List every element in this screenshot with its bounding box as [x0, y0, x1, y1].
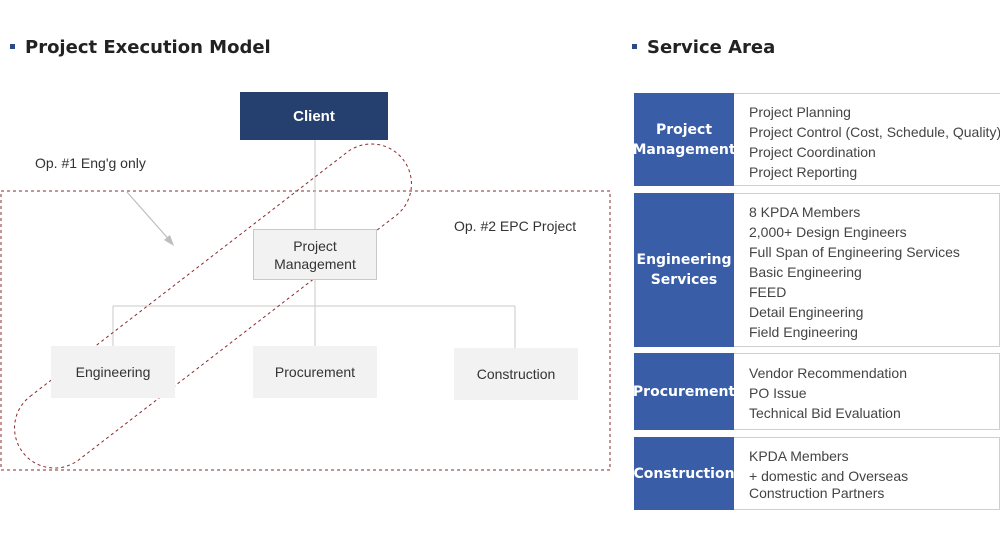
service-head-line2: Management — [632, 141, 736, 158]
service-head-line1: Project — [655, 121, 713, 138]
service-item: Vendor Recommendation — [749, 365, 907, 381]
op1-arrow-line — [126, 191, 173, 244]
pm-label-line2: Management — [274, 255, 356, 272]
org-chart-connectors — [0, 140, 611, 471]
right-title-text: Service Area — [647, 37, 776, 58]
service-item: Full Span of Engineering Services — [749, 244, 960, 260]
service-item: + domestic and Overseas — [749, 468, 909, 484]
service-item: Basic Engineering — [749, 264, 862, 280]
service-items: 8 KPDA Members 2,000+ Design Engineers F… — [734, 193, 1000, 347]
service-item: Field Engineering — [749, 324, 858, 340]
title-bullet-icon — [10, 43, 15, 49]
client-label: Client — [293, 107, 335, 125]
construction-box: Construction — [454, 348, 578, 400]
service-head-line1: Procurement — [632, 383, 736, 400]
service-item: 2,000+ Design Engineers — [749, 224, 907, 240]
service-items: KPDA Members + domestic and Overseas Con… — [734, 437, 1000, 510]
left-title-text: Project Execution Model — [25, 37, 271, 58]
engineering-label: Engineering — [75, 364, 151, 380]
title-bullet-icon — [632, 43, 637, 49]
op1-label: Op. #1 Eng'g only — [35, 155, 146, 171]
service-area-title: Service Area — [632, 37, 775, 58]
arrow-head-icon — [164, 235, 174, 246]
service-items: Project Planning Project Control (Cost, … — [734, 93, 1000, 186]
service-item: Project Reporting — [749, 164, 858, 180]
client-box: Client — [240, 92, 388, 140]
engineering-box: Engineering — [51, 346, 175, 398]
service-item: PO Issue — [749, 385, 807, 401]
service-item: Project Control (Cost, Schedule, Quality… — [749, 124, 1000, 140]
procurement-label: Procurement — [274, 364, 356, 380]
service-item: KPDA Members — [749, 448, 849, 464]
construction-label: Construction — [476, 366, 556, 382]
service-item: Detail Engineering — [749, 304, 864, 320]
pm-label-line1: Project — [293, 237, 337, 254]
service-head-line2: Services — [650, 272, 718, 288]
service-item: FEED — [749, 284, 787, 300]
op2-label: Op. #2 EPC Project — [454, 218, 577, 234]
service-head: Procurement — [632, 353, 736, 430]
service-head-line1: Construction — [633, 465, 735, 482]
project-execution-model-title: Project Execution Model — [10, 37, 271, 58]
service-item: Construction Partners — [749, 485, 885, 501]
service-row-construction: Construction KPDA Members + domestic and… — [633, 437, 1000, 510]
service-head: Construction — [633, 437, 735, 510]
service-items: Vendor Recommendation PO Issue Technical… — [734, 353, 1000, 430]
service-row-procurement: Procurement Vendor Recommendation PO Iss… — [632, 353, 1000, 430]
service-item: Project Coordination — [749, 144, 876, 160]
service-item: Project Planning — [749, 104, 851, 120]
service-item: 8 KPDA Members — [749, 204, 861, 220]
eng-only-scope-boundary — [14, 143, 412, 469]
procurement-box: Procurement — [253, 346, 377, 398]
service-head-line1: Engineering — [636, 252, 732, 268]
service-item: Technical Bid Evaluation — [749, 405, 901, 421]
